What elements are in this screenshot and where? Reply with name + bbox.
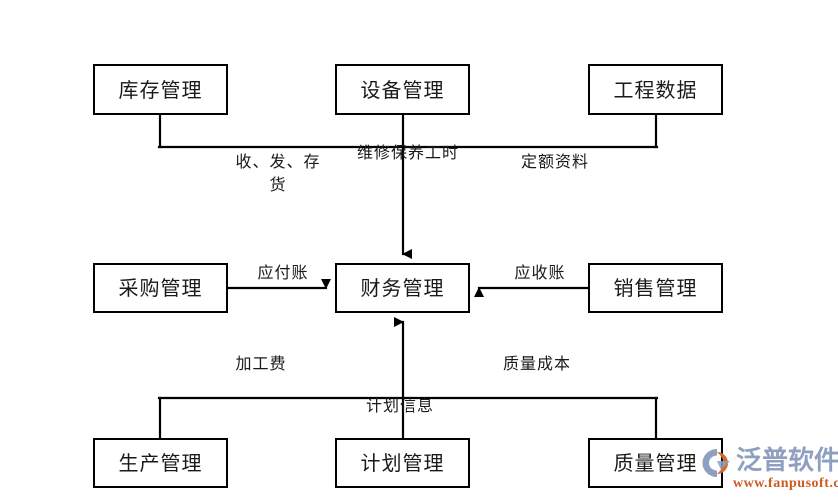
node-finance-management[interactable]: 财务管理 [335, 263, 470, 313]
node-purchasing-management[interactable]: 采购管理 [93, 263, 228, 313]
node-engineering-data[interactable]: 工程数据 [588, 64, 723, 115]
edge-label-quality-cost: 质量成本 [502, 354, 571, 373]
node-label: 采购管理 [118, 276, 203, 300]
node-label: 生产管理 [118, 451, 203, 475]
node-label: 质量管理 [613, 451, 698, 475]
node-label: 工程数据 [613, 77, 698, 102]
node-sales-management[interactable]: 销售管理 [588, 263, 723, 313]
edge-label-accounts-receivable: 应收账 [514, 263, 566, 282]
node-quality-management[interactable]: 质量管理 [588, 438, 723, 488]
edge-label-maintenance-hours: 维修保养工时 [356, 143, 459, 162]
node-label: 财务管理 [360, 276, 445, 300]
edge-label-accounts-payable: 应付账 [257, 263, 309, 282]
edge-label-plan-information: 计划信息 [365, 396, 434, 415]
node-inventory-management[interactable]: 库存管理 [93, 64, 228, 115]
node-label: 设备管理 [360, 77, 445, 102]
edge-label-receipt-issue-stock: 收、发、存货 [235, 152, 321, 195]
node-label: 计划管理 [360, 451, 445, 475]
node-label: 销售管理 [613, 276, 698, 300]
edge-label-processing-fee: 加工费 [235, 354, 287, 373]
node-production-management[interactable]: 生产管理 [93, 438, 228, 488]
node-label: 库存管理 [118, 77, 203, 102]
node-planning-management[interactable]: 计划管理 [335, 438, 470, 488]
node-equipment-management[interactable]: 设备管理 [335, 64, 470, 115]
edge-label-quota-data: 定额资料 [520, 152, 589, 171]
